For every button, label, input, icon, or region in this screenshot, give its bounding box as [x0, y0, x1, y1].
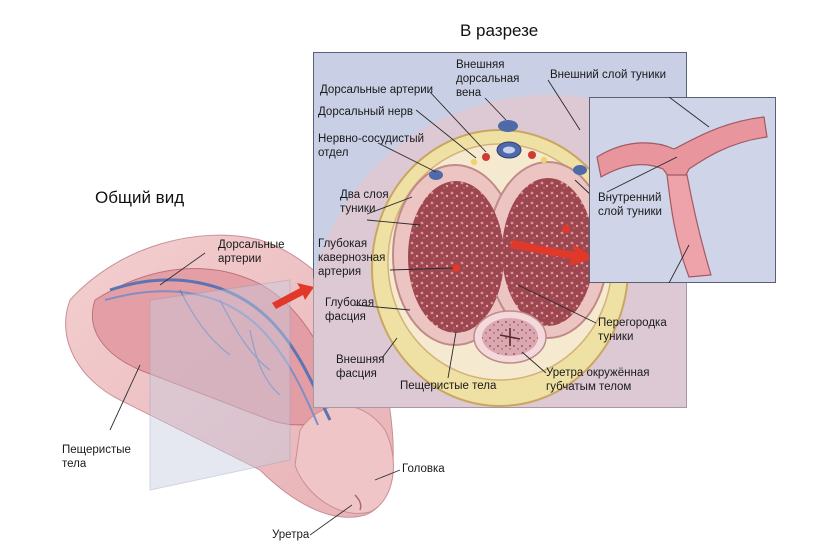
superficial-vein-section: [498, 120, 518, 132]
tunica-y-shape-stem: [666, 174, 712, 278]
label-outer-layer: Внешний слой туники: [550, 69, 667, 81]
dorsal-nerve-left-section: [470, 158, 478, 166]
label-dorsal-arteries-overview: Дорсальные артерии: [218, 239, 285, 265]
label-neurovascular: Нервно-сосудистый отдел: [318, 133, 425, 159]
tunica-y-shape-top: [596, 116, 768, 178]
section-title: В разрезе: [460, 21, 539, 40]
inset-leaders: [606, 97, 710, 283]
label-dorsal-arteries-section: Дорсальные артерии: [320, 84, 434, 96]
overview-title: Общий вид: [95, 188, 185, 207]
dorsal-artery-path: [104, 290, 319, 426]
label-two-layers: Два слоя туники: [340, 189, 389, 215]
section-plane: [149, 279, 291, 491]
label-dorsal-vein: Внешняя дорсальная вена: [456, 59, 520, 99]
label-cavernous-bodies-section: Пещеристые тела: [400, 380, 497, 392]
dorsal-vein-lumen: [503, 146, 515, 154]
section-leaders: [354, 79, 597, 379]
label-cavernous-bodies-overview: Пещеристые тела: [62, 444, 131, 470]
label-deep-cavernous-artery: Глубокая кавернозная артерия: [318, 238, 386, 278]
tunica-detail-illustration: [596, 97, 768, 283]
label-dorsal-nerve: Дорсальный нерв: [318, 106, 414, 118]
label-deep-fascia: Глубокая фасция: [325, 297, 375, 323]
red-arrow-to-section: [272, 283, 314, 309]
overview-leaders: [109, 252, 401, 536]
deep-artery-right: [562, 225, 570, 233]
vessel-branch: [179, 289, 281, 396]
label-septum: Перегородка туники: [598, 317, 667, 343]
dorsal-artery-left-section: [482, 153, 490, 161]
lateral-vein-right: [573, 165, 587, 175]
label-glans: Головка: [402, 463, 445, 475]
urethra-lumen: [499, 328, 521, 346]
urethral-opening: [354, 494, 362, 511]
deep-artery-left: [452, 264, 460, 272]
label-urethra: Уретра: [272, 529, 310, 541]
lateral-vein-left: [429, 170, 443, 180]
label-outer-fascia: Внешняя фасция: [336, 354, 385, 380]
dorsal-nerve-right-section: [540, 156, 548, 164]
corpus-cavernosum-left: [408, 181, 504, 333]
red-arrow-to-inset: [510, 240, 595, 266]
label-inner-layer: Внутренний слой туники: [598, 192, 662, 218]
label-urethra-spongy: Уретра окружённая губчатым телом: [546, 367, 650, 393]
overview-illustration: [65, 234, 394, 518]
dorsal-artery-right-section: [528, 151, 536, 159]
